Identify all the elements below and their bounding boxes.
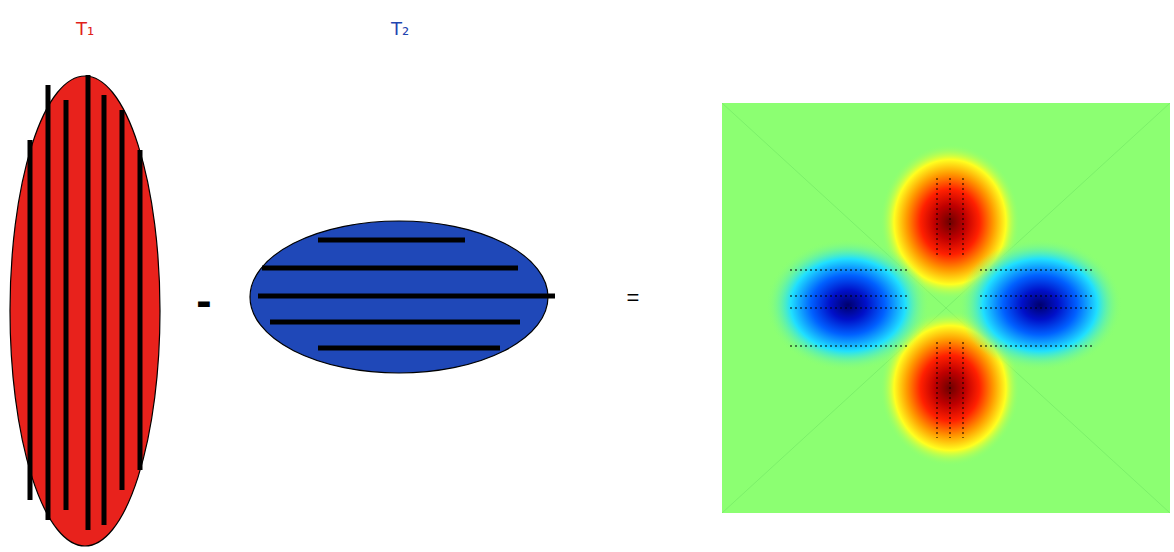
red-ellipse-shape (10, 75, 164, 549)
blue-ellipse-shape (250, 220, 552, 376)
node-heading: T₁ (10, 18, 160, 40)
red-ellipse: T₁ (10, 18, 160, 545)
node-heading: T₂ (251, 18, 549, 40)
equals-sign: = (627, 287, 640, 309)
minus-sign: - (196, 277, 211, 323)
blue-ellipse: T₂ (250, 18, 548, 372)
field-plot (722, 103, 1170, 513)
